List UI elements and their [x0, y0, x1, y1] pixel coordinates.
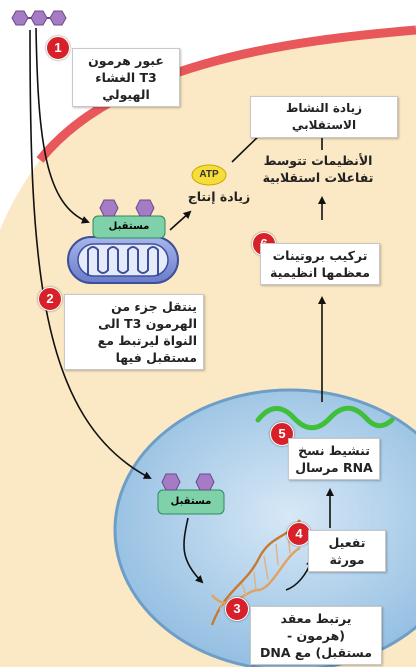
nuclear-receptor-label: مستقبل — [170, 496, 212, 507]
mito-receptor-label: مستقبل — [108, 221, 150, 232]
mitochondrion — [67, 236, 179, 284]
enzymes-label: الأنظيمات تتوسط تفاعلات استقلابية — [262, 153, 374, 185]
production-label: زيادة إنتاج — [187, 189, 251, 204]
arrow-to-mito — [35, 27, 90, 224]
step-2-label: ينتقل جزء من الهرمون T3 الى النواة ليرتب… — [64, 294, 204, 370]
arrow-receptor-dna — [183, 517, 204, 584]
step-badge-1: 1 — [46, 36, 70, 60]
metabolism-label: زيادة النشاط الاستقلابي — [250, 96, 398, 138]
mrna-strand — [255, 405, 395, 431]
mito-receptor — [92, 199, 166, 239]
atp-label: ATP — [199, 169, 219, 180]
nuclear-receptor — [157, 473, 225, 515]
step-3-label: يرتبط معقد (هرمون - مستقبل) مع DNA — [250, 606, 382, 665]
step-badge-2: 2 — [38, 287, 62, 311]
t3-hormone — [11, 10, 67, 26]
step-4-label: تفعيل مورثة — [308, 530, 386, 572]
arrow-to-nucleus — [29, 29, 152, 479]
nuclear-envelope — [113, 388, 416, 667]
step-badge-3: 3 — [225, 597, 249, 621]
step-5-label: تنشيط نسخ RNA مرسال — [288, 438, 380, 480]
step-1-label: عبور هرمون T3 الغشاء الهيولي — [72, 48, 180, 107]
cell-membrane — [36, 25, 416, 163]
arrow-mito-out — [169, 210, 192, 231]
atp-bubble — [191, 164, 227, 186]
step-6-label: تركيب بروتينات معظمها انظيمية — [260, 243, 380, 285]
